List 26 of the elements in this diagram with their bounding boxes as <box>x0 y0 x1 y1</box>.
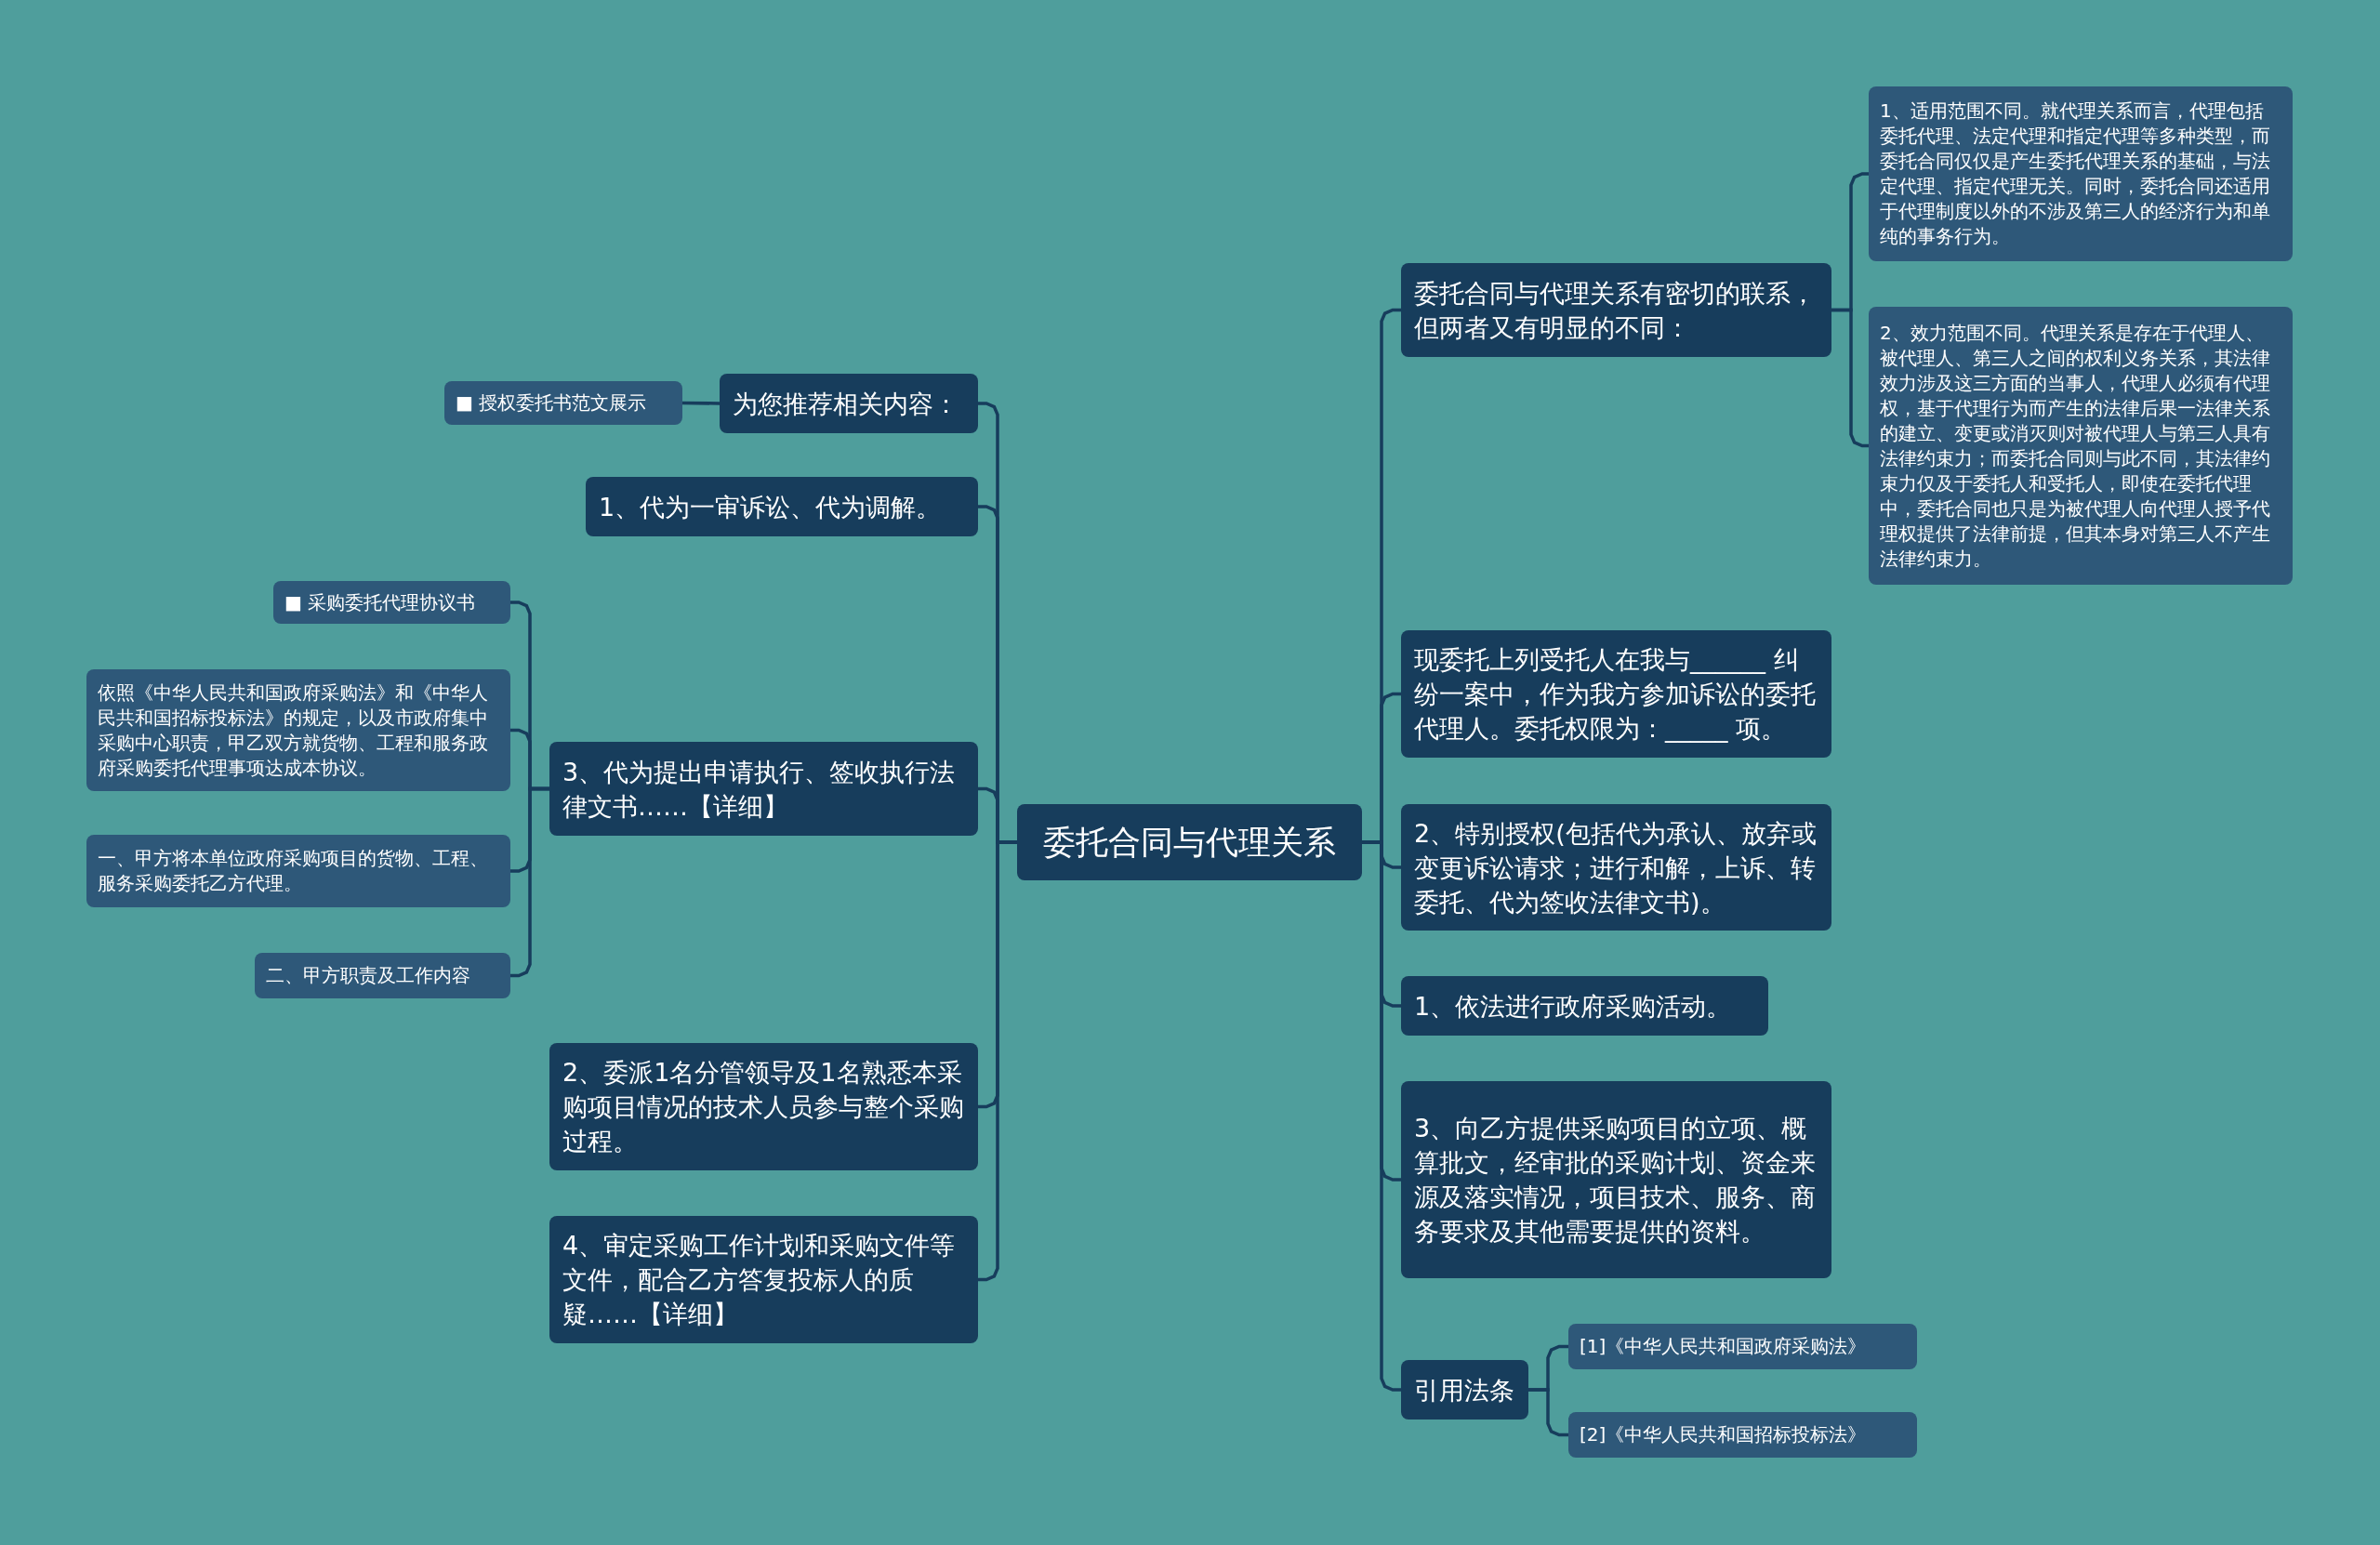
topic-node: 委托合同与代理关系有密切的联系，但两者又有明显的不同： <box>1401 263 1831 357</box>
subtopic-node: 2、效力范围不同。代理关系是存在于代理人、被代理人、第三人之间的权利义务关系，其法律效力涉及这三方面的当事人，代理人必须有代理权，基于代理行为而产生的法律后果一法律关系的建立、变更或消灭则对被代理人与第三人具有法律约束力；而委托合同则与此不同，其法律约束力仅及于委托人和受托人，即使在委托代理中，委托合同也只是为被代理人向代理人授予代理权提供了法律前提，但其本身对第三人不产生法律约束力。 <box>1869 307 2293 585</box>
subtopic-node: [2]《中华人民共和国招标投标法》 <box>1568 1412 1917 1458</box>
subtopic-node: ■ 采购委托代理协议书 <box>273 581 510 624</box>
topic-node: 3、向乙方提供采购项目的立项、概算批文，经审批的采购计划、资金来源及落实情况，项目技术、服务、商务要求及其他需要提供的资料。 <box>1401 1081 1831 1278</box>
connector-line <box>978 840 1017 1282</box>
connector-line <box>1528 1388 1568 1437</box>
connector-line <box>1831 308 1869 448</box>
subtopic-node: 1、适用范围不同。就代理关系而言，代理包括委托代理、法定代理和指定代理等多种类型，而委托合同仅仅是产生委托代理关系的基础，与法定代理、指定代理无关。同时，委托合同还适用于代理制度以外的不涉及第三人的经济行为和单纯的事务行为。 <box>1869 86 2293 261</box>
topic-node: 引用法条 <box>1401 1360 1528 1420</box>
connector-line <box>681 401 721 405</box>
subtopic-node: 二、甲方职责及工作内容 <box>255 953 510 998</box>
topic-node: 2、委派1名分管领导及1名熟悉本采购项目情况的技术人员参与整个采购过程。 <box>549 1043 978 1170</box>
topic-node: 为您推荐相关内容： <box>720 374 978 433</box>
topic-node: 4、审定采购工作计划和采购文件等文件，配合乙方答复投标人的质疑……【详细】 <box>549 1216 978 1343</box>
central-topic: 委托合同与代理关系 <box>1017 804 1362 880</box>
subtopic-node: ■ 授权委托书范文展示 <box>444 381 682 425</box>
subtopic-node: 一、甲方将本单位政府采购项目的货物、工程、服务采购委托乙方代理。 <box>86 835 510 907</box>
topic-node: 现委托上列受托人在我与______ 纠纷一案中，作为我方参加诉讼的委托代理人。委托权限为：_____ 项。 <box>1401 630 1831 758</box>
topic-node: 1、代为一审诉讼、代为调解。 <box>586 477 978 536</box>
topic-node: 2、特别授权(包括代为承认、放弃或变更诉讼请求；进行和解，上诉、转委托、代为签收法律文书)。 <box>1401 804 1831 931</box>
topic-node: 3、代为提出申请执行、签收执行法律文书……【详细】 <box>549 742 978 836</box>
connector-line <box>510 786 549 978</box>
topic-node: 1、依法进行政府采购活动。 <box>1401 976 1768 1036</box>
subtopic-node: 依照《中华人民共和国政府采购法》和《中华人民共和国招标投标法》的规定，以及市政府集中采购中心职责，甲乙双方就货物、工程和服务政府采购委托代理事项达成本协议。 <box>86 669 510 791</box>
subtopic-node: [1]《中华人民共和国政府采购法》 <box>1568 1324 1917 1369</box>
